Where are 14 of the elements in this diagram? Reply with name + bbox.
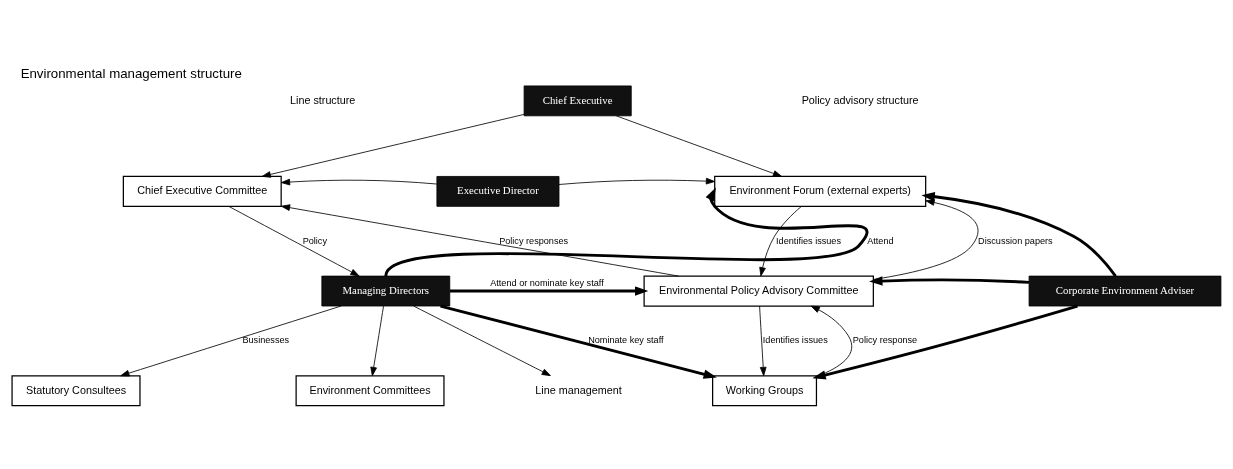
edge-label: Identifies issues bbox=[762, 334, 828, 345]
edge-label: Policy bbox=[302, 235, 327, 246]
edge-label: Identifies issues bbox=[776, 235, 842, 246]
edge-label: Policy response bbox=[852, 334, 918, 345]
label: Policy advisory structure bbox=[801, 93, 919, 106]
node-text: Line management bbox=[535, 383, 622, 396]
edge-label: Attend bbox=[867, 235, 894, 246]
diagram-title: Environmental management structure bbox=[20, 65, 242, 81]
edge-label: Businesses bbox=[242, 334, 290, 345]
edge-label: Policy responses bbox=[499, 235, 569, 246]
edge-label: Discussion papers bbox=[978, 235, 1053, 246]
edge-label: Nominate key staff bbox=[588, 334, 664, 345]
edge-label: Attend or nominate key staff bbox=[490, 277, 604, 288]
label: Line structure bbox=[290, 93, 356, 106]
